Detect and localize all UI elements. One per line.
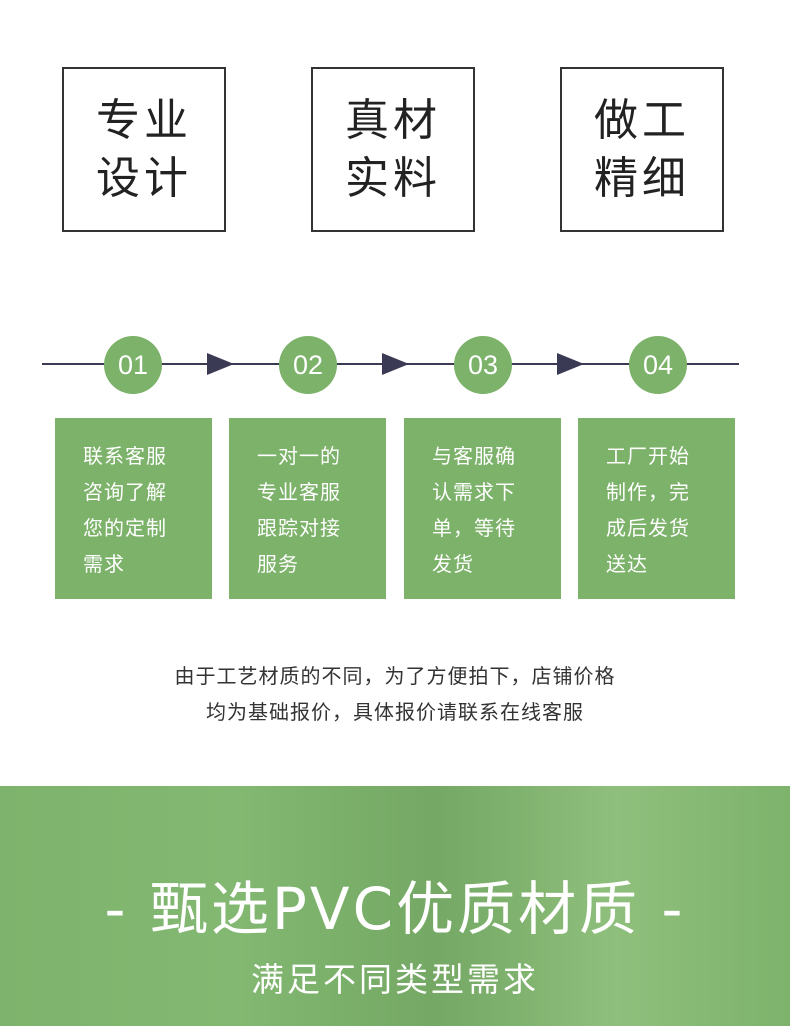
feature-box-craft: 做工 精细	[560, 67, 724, 232]
step-text: 发货	[432, 552, 474, 576]
step-text: 单，等待	[432, 516, 516, 540]
price-notice-line-2: 均为基础报价，具体报价请联系在线客服	[206, 700, 584, 724]
step-text: 工厂开始	[606, 444, 690, 468]
step-text: 联系客服	[83, 444, 167, 468]
feature-box-design: 专业 设计	[62, 67, 226, 232]
price-notice-line-1: 由于工艺材质的不同，为了方便拍下，店铺价格	[174, 664, 616, 688]
step-card-2: 一对一的 专业客服 跟踪对接 服务	[229, 418, 386, 599]
step-text: 咨询了解	[83, 480, 167, 504]
step-card-1: 联系客服 咨询了解 您的定制 需求	[55, 418, 212, 599]
step-text: 制作，完	[606, 480, 690, 504]
feature-line: 做工	[594, 94, 690, 146]
step-text: 成后发货	[606, 516, 690, 540]
arrow-right-icon	[207, 353, 234, 375]
step-text: 认需求下	[432, 480, 516, 504]
step-text: 需求	[83, 552, 125, 576]
step-number-3: 03	[454, 336, 512, 394]
step-text: 您的定制	[83, 516, 167, 540]
step-number-4: 04	[629, 336, 687, 394]
step-text: 跟踪对接	[257, 516, 341, 540]
promo-banner	[0, 786, 790, 1026]
step-text: 送达	[606, 552, 648, 576]
feature-line: 设计	[96, 152, 192, 204]
step-number-1: 01	[104, 336, 162, 394]
feature-line: 专业	[96, 94, 192, 146]
banner-subtitle: 满足不同类型需求	[251, 960, 539, 999]
arrow-right-icon	[382, 353, 409, 375]
arrow-right-icon	[557, 353, 584, 375]
feature-line: 精细	[594, 152, 690, 204]
step-card-4: 工厂开始 制作，完 成后发货 送达	[578, 418, 735, 599]
feature-box-material: 真材 实料	[311, 67, 475, 232]
step-text: 一对一的	[257, 444, 341, 468]
step-text: 服务	[257, 552, 299, 576]
step-number-2: 02	[279, 336, 337, 394]
feature-line: 实料	[345, 152, 441, 204]
step-text: 专业客服	[257, 480, 341, 504]
step-text: 与客服确	[432, 444, 516, 468]
step-card-3: 与客服确 认需求下 单，等待 发货	[404, 418, 561, 599]
feature-line: 真材	[345, 94, 441, 146]
banner-title: - 甄选PVC优质材质 -	[104, 875, 686, 943]
